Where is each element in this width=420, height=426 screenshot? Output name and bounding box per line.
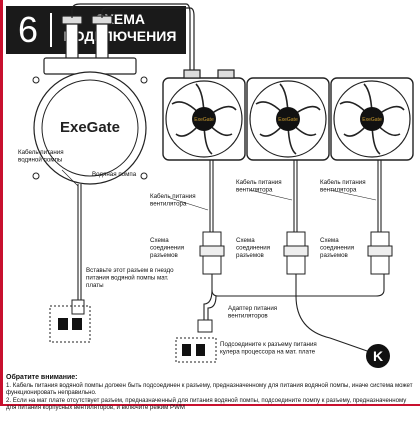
note-heading: Обратите внимание: — [6, 374, 78, 381]
step-number: 6 — [6, 6, 50, 54]
adapter-connector — [197, 319, 213, 333]
pump-cable-connector — [71, 299, 85, 315]
left-accent-rule — [0, 0, 3, 404]
pump-logo: ExeGate — [60, 119, 120, 136]
leader-lines — [61, 169, 377, 211]
k-badge — [366, 344, 390, 368]
water-pump: ExeGate — [32, 57, 148, 185]
scheme-block-1 — [199, 231, 225, 275]
fan-1: ExeGate — [162, 77, 246, 161]
fan-2: ExeGate — [246, 77, 330, 161]
note-item-1: 1. Кабель питания водяной помпы должен б… — [6, 382, 413, 397]
fan-cables — [209, 160, 382, 236]
note-item-2: 2. Если на мат плате отсутствует разъем,… — [6, 396, 407, 411]
pump-cable — [77, 184, 82, 300]
fan-2-logo: ExeGate — [278, 117, 298, 123]
fan-adapter-wires — [203, 274, 385, 353]
scheme-block-2 — [283, 231, 309, 275]
k-badge-letter: K — [373, 348, 383, 364]
bottom-accent-rule — [0, 404, 420, 406]
connection-diagram: ExeGate ExeGate ExeGate ExeG — [18, 3, 414, 368]
pump-label: Водяная помпа — [92, 171, 137, 178]
cpu-header-box — [175, 337, 217, 363]
coolant-tubes — [71, 3, 235, 79]
fan-3: ExeGate — [330, 77, 414, 161]
scheme-block-3 — [367, 231, 393, 275]
pump-header-box — [49, 305, 91, 343]
attention-note: Обратите внимание: 1. Кабель питания вод… — [6, 374, 414, 411]
header-separator — [50, 13, 52, 47]
fan-1-logo: ExeGate — [194, 117, 214, 123]
fan-3-logo: ExeGate — [362, 117, 382, 123]
